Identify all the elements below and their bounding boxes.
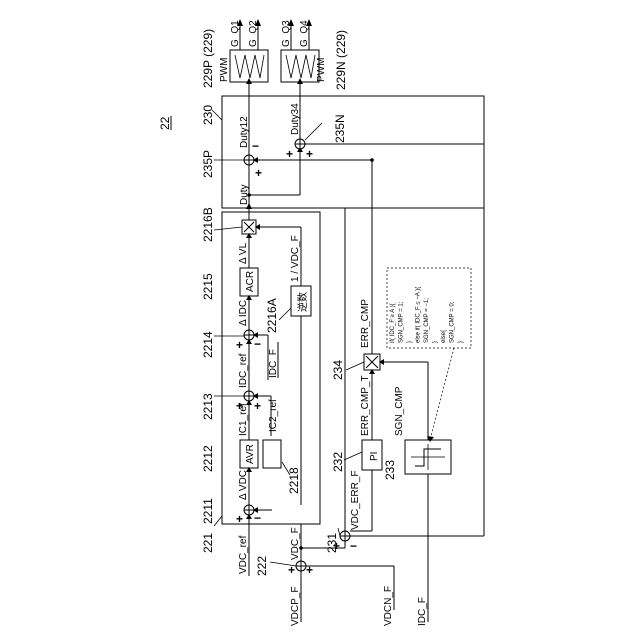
block-2218 (263, 440, 281, 468)
idc-f-label: IDC_F (268, 349, 279, 378)
pwm-block-n (281, 50, 319, 82)
ref-232: 232 (331, 452, 345, 472)
ref-2212: 2212 (201, 445, 215, 472)
sign-2211-b: − (254, 511, 261, 525)
g-q2-label: G_Q2 (248, 20, 259, 47)
pwm-n-label: PWM (316, 58, 327, 82)
ref-2216a: 2216A (265, 298, 279, 333)
ref-2213: 2213 (201, 393, 215, 420)
err-cmp-t-label: ERR_CMP_T (360, 375, 371, 436)
code-line: else{ (441, 330, 447, 343)
sign-235n-b: + (306, 147, 313, 161)
sgn-cmp-label: SGN_CMP (394, 386, 405, 436)
ref-229p: 229P (229) (201, 29, 215, 88)
sign-235p-a: + (255, 166, 262, 180)
g-q1-label: G_Q1 (230, 20, 241, 47)
ref-2214: 2214 (201, 331, 215, 358)
err-cmp-label: ERR_CMP (360, 299, 371, 348)
ref-230: 230 (201, 105, 215, 125)
ref-2211: 2211 (201, 498, 215, 524)
vdcn-f-label: VDCN_F (383, 586, 394, 626)
code-line: SGN_CMP = −1; (424, 298, 430, 343)
ic1-ref-label: IC1_ref (238, 403, 249, 436)
delta-idc-label: Δ IDC (238, 300, 249, 326)
sign-231-b: − (350, 539, 357, 553)
vdc-ref-label: VDC_ref (238, 535, 249, 574)
ref-233: 233 (383, 460, 397, 480)
code-line: } (433, 341, 439, 343)
inv-vdc-label: 1 / VDC_F (290, 235, 301, 282)
vdc-f-label: VDC_F (290, 527, 301, 560)
sign-2214-b: − (254, 337, 261, 351)
code-lines: if( IDC_F ≥ A ){ SGN_CMP = 1;}else if( I… (390, 287, 464, 343)
sign-222-b: + (306, 563, 313, 577)
code-line: if( IDC_F ≥ A ){ (390, 303, 396, 343)
vdc-err-f-label: VDC_ERR_F (350, 471, 361, 530)
ref-2215: 2215 (201, 273, 215, 300)
ref-229n: 229N (229) (334, 30, 348, 90)
sign-2214-a: + (236, 338, 243, 352)
ref-222: 222 (255, 556, 269, 576)
vdcp-f-label: VDCP_F (290, 587, 301, 626)
code-line: } (458, 341, 464, 343)
sign-2213-b: + (254, 399, 261, 413)
pwm-p-label: PWM (219, 58, 230, 82)
duty-label: Duty (239, 184, 250, 205)
delta-vl-label: Δ VL (238, 242, 249, 264)
duty12-label: Duty12 (239, 116, 250, 148)
code-line: } (407, 341, 413, 343)
ic2-ref-label: IC2_ref (268, 399, 279, 432)
block-230 (222, 96, 484, 208)
pi-label: PI (369, 452, 380, 461)
inverse-label: 逆数 (296, 292, 309, 312)
ref-2218: 2218 (287, 467, 301, 494)
code-line: SGN_CMP = 0; (450, 301, 456, 343)
ref-234: 234 (331, 360, 345, 380)
idc-f-input-label: IDC_F (417, 597, 428, 626)
sign-235n-a: + (286, 147, 293, 161)
g-q3-label: G_Q3 (281, 20, 292, 47)
g-q4-label: G_Q4 (299, 20, 310, 47)
idc-ref-label: IDC_ref (238, 353, 249, 388)
ref-221: 221 (201, 533, 215, 553)
sign-2211-a: + (236, 512, 243, 526)
sign-222-a: + (288, 563, 295, 577)
code-line: else if( IDC_F ≤ −A ){ (416, 287, 422, 343)
acr-label: ACR (245, 271, 256, 292)
ref-2216b: 2216B (201, 207, 215, 242)
sign-235p-b: − (252, 139, 259, 153)
pwm-block-p (230, 50, 268, 82)
duty34-label: Duty34 (290, 103, 301, 135)
figure-label: 22 (158, 116, 172, 130)
ref-235p: 235P (201, 150, 215, 178)
sign-231-a: + (333, 539, 340, 553)
ref-235n: 235N (333, 114, 347, 143)
avr-label: AVR (245, 444, 256, 464)
delta-vdc-label: Δ VDC (238, 470, 249, 500)
code-line: SGN_CMP = 1; (399, 301, 405, 343)
